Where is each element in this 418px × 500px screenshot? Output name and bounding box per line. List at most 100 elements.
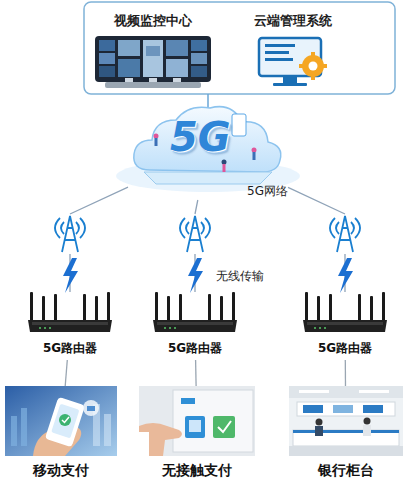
node-label: 5G: [170, 114, 231, 160]
illustration-shape: [265, 44, 295, 47]
scene-box: 银行柜台: [288, 386, 404, 490]
monitor-center: 视频监控中心: [92, 10, 214, 92]
illustration-shape: [179, 294, 182, 322]
illustration-shape: [134, 107, 281, 172]
illustration-shape: [293, 430, 399, 433]
node-label: 5G路由器: [43, 340, 97, 357]
illustration: [149, 292, 241, 336]
illustration-shape: [166, 40, 188, 56]
illustration-shape: [149, 292, 241, 336]
node-label: 无接触支付: [162, 462, 232, 480]
illustration-shape: [11, 416, 17, 446]
illustration-shape: [139, 386, 255, 456]
illustration-shape: [30, 292, 33, 322]
illustration-shape: [118, 59, 140, 77]
illustration-shape: [99, 66, 115, 77]
illustration-shape: [307, 322, 383, 325]
node-label: 移动支付: [33, 462, 89, 480]
link-line: [195, 360, 197, 386]
illustration-shape: [317, 296, 320, 322]
illustration-shape: [146, 46, 160, 56]
illustration-shape: [297, 402, 395, 416]
illustration: [299, 292, 391, 336]
illustration-shape: [333, 405, 353, 413]
illustration-shape: [252, 148, 257, 153]
illustration-shape: [191, 66, 207, 77]
illustration-shape: [364, 418, 371, 425]
illustration-shape: [324, 327, 326, 329]
illustration-shape: [51, 404, 79, 439]
wireless-bolt: [188, 258, 203, 293]
illustration-shape: [303, 405, 323, 413]
illustration-shape: [283, 76, 297, 83]
illustration-shape: [24, 292, 116, 336]
illustration-shape: [164, 327, 166, 329]
illustration-shape: [157, 322, 233, 325]
illustration-shape: [303, 320, 387, 332]
antenna-tower: [55, 216, 85, 252]
illustration: [24, 292, 116, 336]
link-line: [65, 360, 67, 386]
illustration-shape: [370, 296, 373, 322]
illustration-shape: [232, 292, 235, 322]
illustration-shape: [167, 296, 170, 322]
illustration-shape: [265, 51, 289, 54]
illustration-shape: [181, 398, 195, 404]
illustration-shape: [95, 296, 98, 322]
network-cloud: 5G 5G网络: [128, 100, 288, 200]
illustration-shape: [319, 327, 321, 329]
illustration-shape: [382, 292, 385, 322]
router-box: 5G路由器: [145, 292, 245, 360]
illustration-shape: [144, 172, 272, 184]
illustration-shape: [149, 78, 157, 82]
illustration-shape: [125, 78, 133, 82]
illustration-shape: [223, 164, 226, 172]
illustration-shape: [99, 40, 115, 51]
illustration-shape: [39, 327, 41, 329]
cloud-system: 云端管理系统: [222, 10, 364, 92]
illustration-shape: [45, 397, 85, 447]
illustration-shape: [83, 294, 86, 322]
illustration-shape: [155, 138, 158, 146]
illustration-shape: [316, 419, 323, 426]
illustration-shape: [139, 423, 182, 456]
illustration-shape: [62, 417, 69, 423]
illustration-shape: [314, 327, 316, 329]
illustration-shape: [139, 386, 255, 456]
illustration-shape: [54, 294, 57, 322]
illustration-shape: [322, 64, 327, 68]
illustration-shape: [42, 296, 45, 322]
illustration-shape: [289, 386, 403, 456]
illustration-shape: [273, 83, 307, 86]
illustration-shape: [153, 320, 237, 332]
illustration-shape: [251, 34, 335, 90]
illustration: [251, 34, 335, 90]
illustration-shape: [299, 64, 304, 68]
scene-box: 移动支付: [4, 386, 118, 490]
illustration: [5, 386, 117, 456]
router-box: 5G路由器: [20, 292, 120, 360]
illustration-shape: [5, 386, 117, 456]
illustration-shape: [189, 420, 201, 432]
illustration-shape: [87, 406, 95, 411]
node-caption: 5G网络: [247, 183, 288, 200]
illustration-shape: [311, 75, 315, 80]
illustration-shape: [83, 400, 99, 416]
illustration-shape: [259, 38, 321, 76]
illustration-shape: [21, 408, 27, 446]
illustration-shape: [107, 292, 110, 322]
illustration-shape: [218, 421, 231, 432]
illustration-shape: [222, 160, 227, 165]
illustration-shape: [32, 322, 108, 325]
illustration-shape: [44, 327, 46, 329]
illustration-shape: [174, 327, 176, 329]
node-label: 视频监控中心: [114, 12, 192, 30]
illustration-shape: [363, 425, 371, 436]
illustration: [95, 34, 211, 90]
node-label: 云端管理系统: [254, 12, 332, 30]
illustration-shape: [232, 114, 246, 136]
illustration-shape: [299, 292, 391, 336]
illustration-shape: [359, 390, 389, 393]
illustration-shape: [220, 296, 223, 322]
illustration-shape: [95, 36, 211, 82]
